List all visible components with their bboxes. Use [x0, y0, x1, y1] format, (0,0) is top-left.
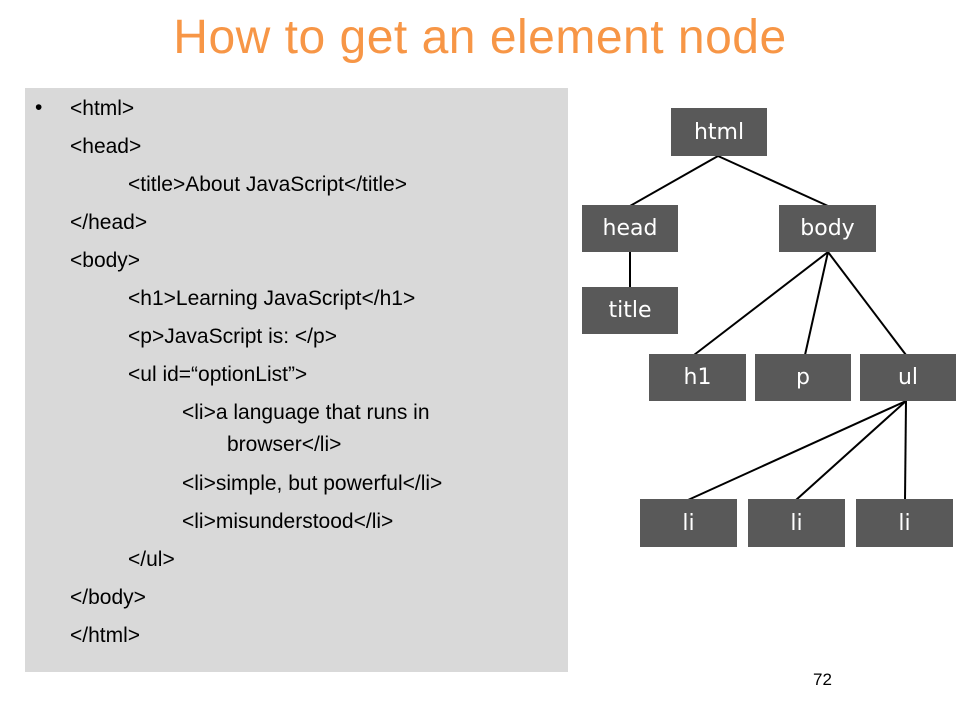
code-line-ul-open: <ul id=“optionList”> [128, 363, 308, 386]
tree-node-body: body [779, 205, 876, 252]
edge-body-h1 [693, 251, 829, 356]
tree-node-li-2: li [748, 499, 845, 547]
tree-node-li-3: li [856, 499, 953, 547]
page-number: 72 [813, 670, 832, 689]
code-line-html-close: </html> [70, 624, 141, 647]
edge-body-ul [827, 251, 907, 356]
tree-node-p: p [755, 354, 851, 401]
code-line-li-3: <li>misunderstood</li> [182, 510, 394, 533]
code-line-li-1: <li>a language that runs in [182, 401, 430, 424]
edge-html-body [717, 155, 829, 207]
slide-title: How to get an element node [173, 11, 787, 64]
code-line-head-open: <head> [70, 135, 142, 158]
code-line-h1: <h1>Learning JavaScript</h1> [128, 287, 416, 310]
code-line-ul-close: </ul> [128, 548, 175, 571]
tree-node-li-1: li [640, 499, 737, 547]
code-line-li-1-cont: browser</li> [227, 433, 342, 456]
tree-node-head: head [582, 205, 678, 252]
code-line-p: <p>JavaScript is: </p> [128, 325, 337, 348]
code-line-head-close: </head> [70, 211, 148, 234]
tree-node-h1: h1 [649, 354, 746, 401]
code-line-title: <title>About JavaScript</title> [128, 173, 407, 196]
code-panel [25, 88, 568, 672]
code-line-li-2: <li>simple, but powerful</li> [182, 472, 443, 495]
code-line-body-close: </body> [70, 586, 146, 609]
code-line-html-open: <html> [70, 97, 135, 120]
tree-node-title: title [582, 287, 678, 334]
code-line-body-open: <body> [70, 249, 141, 272]
tree-node-html: html [671, 108, 767, 156]
bullet: • [35, 96, 43, 119]
tree-node-ul: ul [860, 354, 956, 401]
edge-html-head [629, 155, 719, 207]
edge-ul-li3 [904, 400, 907, 501]
edge-ul-li1 [687, 400, 907, 501]
edge-ul-li2 [795, 400, 907, 501]
edge-body-p [804, 251, 829, 356]
